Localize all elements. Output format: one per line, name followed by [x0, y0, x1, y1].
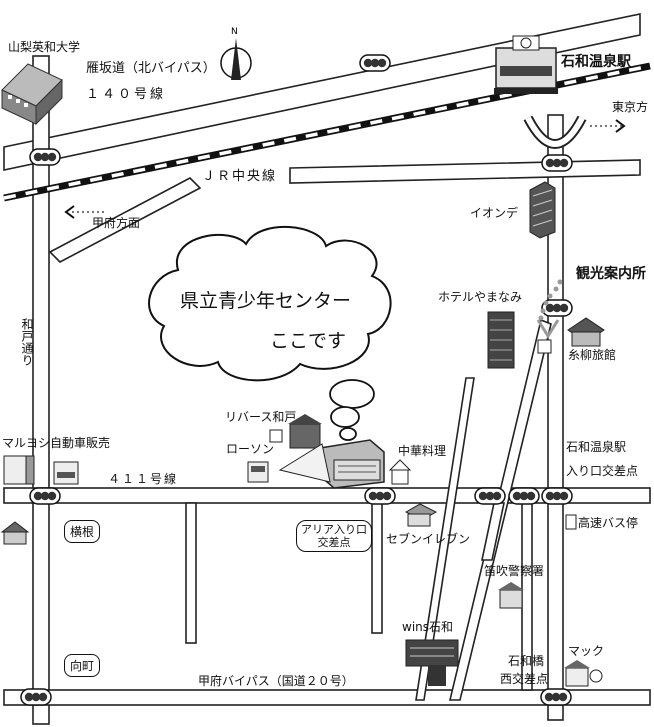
label-university: 山梨英和大学 — [8, 40, 81, 54]
house-icon — [0, 521, 30, 545]
signal-icon — [474, 487, 506, 505]
label-aria-2: 交差点 — [317, 536, 351, 549]
road-wado-street — [32, 55, 50, 725]
arrow-down-icon — [536, 319, 560, 339]
label-rivers: リバース和戸 — [225, 410, 297, 424]
label-itoyanagi: 糸柳旅館 — [568, 348, 617, 362]
road-kofu-connector — [48, 177, 202, 263]
signal-icon — [29, 487, 61, 505]
sign-icon — [269, 429, 283, 443]
signal-icon — [29, 148, 61, 166]
label-police: 笛吹警察署 — [484, 564, 545, 578]
signal-icon — [20, 688, 52, 706]
label-kofu-bypass: 甲府バイパス（国道２０号） — [198, 674, 354, 688]
cloud-title: 県立青少年センター — [180, 290, 352, 312]
hotel-building-icon — [487, 311, 515, 369]
label-route-411: ４１１号線 — [108, 472, 179, 486]
label-isawabashi-1: 石和橋 — [508, 654, 545, 668]
cloud-subtitle: ここです — [270, 330, 347, 352]
label-jr-line: ＪＲ中央線 — [202, 169, 278, 184]
road-spur-1 — [185, 502, 197, 644]
signal-icon — [364, 487, 396, 505]
label-wado-street: 和戸通り — [20, 318, 34, 366]
police-station-icon — [498, 582, 524, 609]
label-route-140: １４０号線 — [86, 87, 167, 102]
compass-letter: N — [231, 27, 238, 37]
label-isawa-entrance-2: 入り口交差点 — [566, 464, 639, 478]
aeon-building-icon — [529, 181, 556, 239]
tokyo-direction-arrow — [590, 119, 626, 133]
traffic-signals — [20, 54, 573, 706]
cloud-puff — [339, 427, 357, 441]
bus-stop-icon — [565, 514, 577, 530]
seven-eleven-store-icon — [404, 503, 438, 527]
label-yokone: 横根 — [64, 520, 101, 543]
wins-building-icon — [405, 639, 459, 686]
signal-icon — [541, 154, 573, 172]
car-dealer-icons — [3, 455, 79, 485]
label-maruyoshi: マルヨシ自動車販売 — [2, 436, 111, 450]
label-hotel: ホテルやまなみ — [438, 290, 523, 304]
label-aria-intersection: アリア入り口 交差点 — [296, 520, 372, 552]
label-seven-eleven: セブンイレブン — [386, 532, 471, 546]
road-under-jr — [289, 159, 641, 184]
road-route-140 — [3, 13, 641, 171]
label-kofu-direction: 甲府方面 — [92, 216, 141, 230]
cloud-puff — [330, 406, 360, 428]
label-lawson: ローソン — [226, 442, 275, 456]
label-mukaimachi: 向町 — [64, 654, 101, 677]
compass-icon — [220, 38, 252, 80]
pointer-triangle-icon — [278, 443, 331, 483]
callout-cloud — [148, 225, 392, 382]
label-highway-bus: 高速バス停 — [578, 516, 639, 530]
road-spur-2 — [371, 502, 383, 634]
cloud-puff — [329, 379, 375, 409]
label-isawa-entrance-1: 石和温泉駅 — [566, 440, 627, 454]
label-isawa-station: 石和温泉駅 — [561, 54, 631, 70]
ryokan-building-icon — [567, 317, 605, 347]
label-tokyo-direction: 東京方 — [612, 100, 649, 114]
lawson-store-icon — [247, 461, 269, 483]
label-tourist-info: 観光案内所 — [576, 266, 646, 282]
road-kofu-bypass — [3, 689, 651, 706]
signal-icon — [541, 487, 573, 505]
road-diagonal-1 — [415, 377, 475, 701]
kofu-direction-arrow — [64, 205, 104, 219]
restaurant-mac-icon — [564, 660, 603, 687]
label-aeon: イオンデ — [470, 206, 519, 220]
small-building-icon — [537, 339, 552, 354]
restaurant-building-icon — [388, 459, 412, 485]
signal-icon — [359, 54, 391, 72]
label-mac: マック — [568, 644, 605, 658]
label-kariage-road: 雁坂道（北バイパス） — [86, 61, 216, 76]
road-east-vertical — [547, 114, 564, 721]
signal-icon — [540, 688, 572, 706]
label-isawabashi-2: 西交差点 — [500, 672, 549, 686]
signal-icon — [508, 487, 540, 505]
station-building-icon — [494, 35, 558, 94]
tourist-info-route — [538, 279, 563, 321]
label-aria-1: アリア入り口 — [301, 523, 367, 536]
label-chinese: 中華料理 — [398, 444, 447, 458]
university-building-icon — [1, 63, 63, 126]
youth-center-building-icon — [288, 414, 385, 489]
label-wins: wins石和 — [402, 620, 454, 634]
